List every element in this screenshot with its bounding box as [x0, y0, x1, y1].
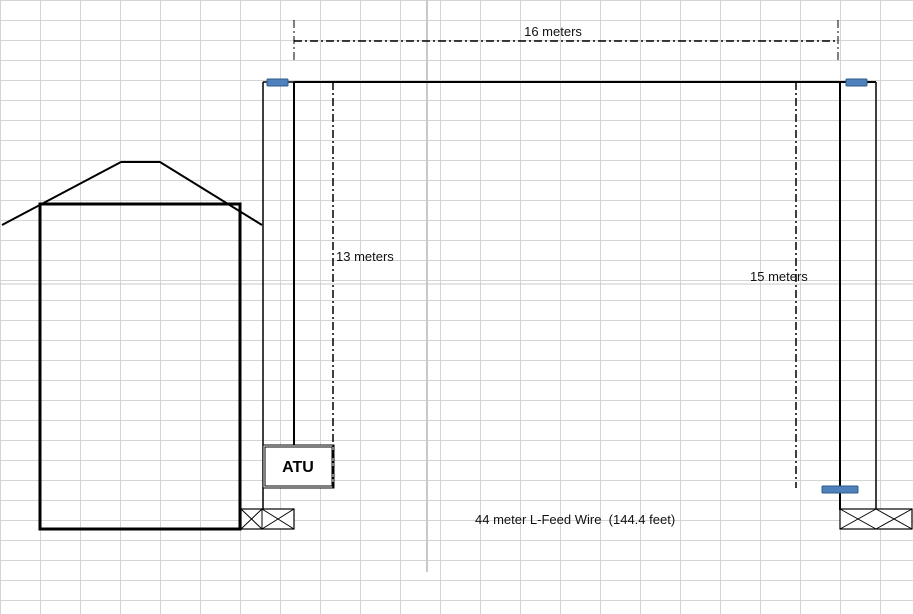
label-wire: 44 meter L-Feed Wire (144.4 feet) [475, 512, 675, 527]
label-top-span: 16 meters [524, 24, 582, 39]
insulator-bottom-right [821, 485, 859, 494]
base-left [240, 508, 295, 530]
base-right [839, 508, 913, 530]
house-roof [1, 161, 263, 226]
left-mast [262, 78, 295, 510]
atu-box [262, 444, 335, 489]
label-atu: ATU [282, 459, 314, 476]
house-body [38, 202, 242, 531]
right-mast [821, 78, 877, 510]
insulator-top-right [845, 78, 868, 87]
insulator-left [266, 78, 289, 87]
label-left-height: 13 meters [336, 249, 394, 264]
label-right-height: 15 meters [750, 269, 808, 284]
dimension-lines [293, 20, 839, 488]
house [1, 161, 263, 531]
